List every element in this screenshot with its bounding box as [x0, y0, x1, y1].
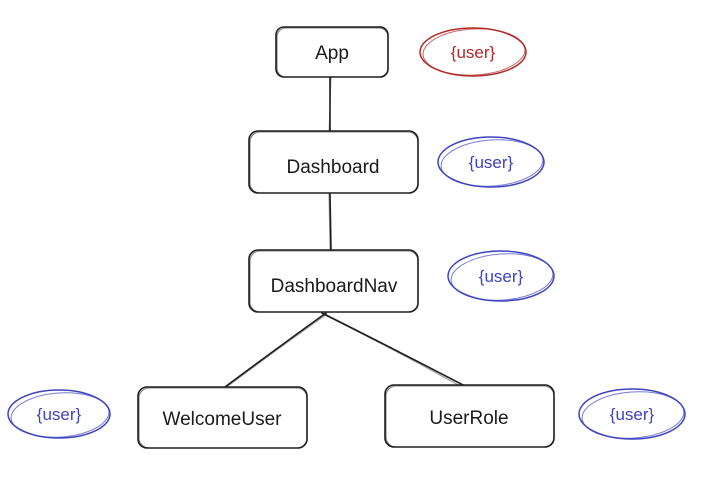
- node-app-label: App: [315, 43, 349, 64]
- node-dashboard[interactable]: Dashboard: [248, 130, 419, 194]
- edge-app-dashboard: [328, 76, 332, 133]
- edge-dashboardnav-userrole: [321, 312, 466, 388]
- node-welcome-user-label: WelcomeUser: [163, 409, 283, 430]
- node-dashboard-label: Dashboard: [287, 157, 380, 178]
- badge-welcome-user-label: {user}: [37, 405, 82, 424]
- badge-user-role: {user}: [578, 388, 686, 440]
- badge-user-role-label: {user}: [610, 405, 655, 424]
- badge-welcome-user: {user}: [7, 389, 111, 439]
- badge-app-label: {user}: [451, 43, 496, 62]
- badge-dashboard-label: {user}: [469, 153, 514, 172]
- badge-dashboard-nav: {user}: [447, 250, 555, 302]
- node-user-role[interactable]: UserRole: [384, 384, 555, 448]
- node-app[interactable]: App: [275, 26, 389, 78]
- badge-dashboard-nav-label: {user}: [479, 267, 524, 286]
- node-dashboard-nav-label: DashboardNav: [271, 276, 398, 297]
- edges: [224, 76, 466, 388]
- edge-dashboard-dashboardnav: [328, 193, 332, 251]
- node-user-role-label: UserRole: [429, 408, 508, 429]
- badge-dashboard: {user}: [437, 136, 545, 188]
- node-dashboard-nav[interactable]: DashboardNav: [248, 249, 419, 313]
- edge-dashboardnav-welcomeuser: [224, 312, 328, 388]
- badge-app: {user}: [419, 27, 527, 77]
- node-welcome-user[interactable]: WelcomeUser: [137, 386, 308, 449]
